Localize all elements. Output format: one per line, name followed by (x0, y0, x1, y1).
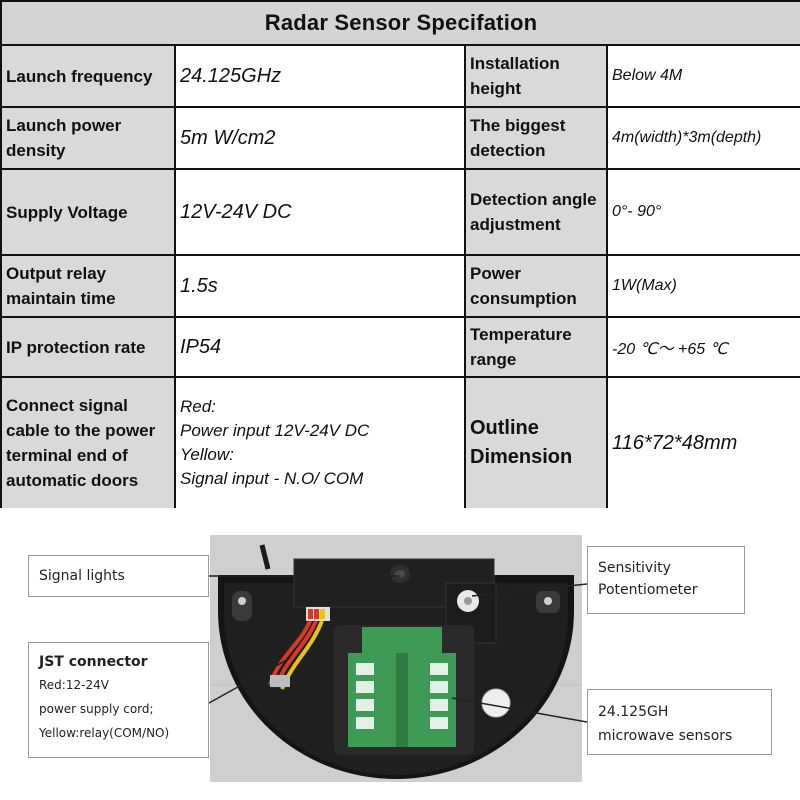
detection-angle-value: 0°- 90° (605, 168, 800, 256)
connect-signal-label: Connect signal cable to the power termin… (0, 376, 176, 510)
spec-table: Radar Sensor Specifation Launch frequenc… (0, 0, 800, 510)
ip-rate-value: IP54 (174, 316, 466, 378)
supply-voltage-value: 12V-24V DC (174, 168, 466, 256)
connect-line-4: Signal input - N.O/ COM (180, 469, 364, 488)
launch-power-density-label: Launch power density (0, 106, 176, 170)
launch-power-density-value: 5m W/cm2 (174, 106, 466, 170)
sensitivity-line-2: Potentiometer (598, 582, 698, 598)
jst-line-2: power supply cord; (39, 702, 154, 716)
jst-head: JST connector (39, 654, 148, 670)
power-consumption-value: 1W(Max) (605, 254, 800, 318)
biggest-detection-value: 4m(width)*3m(depth) (605, 106, 800, 170)
relay-time-label: Output relay maintain time (0, 254, 176, 318)
sensor-photo (210, 535, 582, 782)
microwave-line-2: microwave sensors (598, 728, 733, 744)
connect-signal-value: Red: Power input 12V-24V DC Yellow: Sign… (174, 376, 466, 510)
jst-line-1: Red:12-24V (39, 678, 109, 692)
connect-line-3: Yellow: (180, 445, 234, 464)
temperature-label: Temperature range (464, 316, 608, 378)
detection-angle-label: Detection angle adjustment (464, 168, 608, 256)
signal-lights-callout: Signal lights (28, 555, 209, 597)
outline-dimension-value: 116*72*48mm (605, 376, 800, 510)
connect-line-2: Power input 12V-24V DC (180, 421, 370, 440)
outline-dimension-label: Outline Dimension (464, 376, 608, 510)
jst-connector-callout: JST connector Red:12-24V power supply co… (28, 642, 209, 758)
launch-frequency-value: 24.125GHz (174, 44, 466, 108)
launch-frequency-label: Launch frequency (0, 44, 176, 108)
signal-lights-text: Signal lights (39, 568, 125, 584)
sensitivity-line-1: Sensitivity (598, 560, 671, 576)
sensor-figure: Signal lights Sensitivity Potentiometer … (0, 508, 800, 800)
supply-voltage-label: Supply Voltage (0, 168, 176, 256)
power-consumption-label: Power consumption (464, 254, 608, 318)
biggest-detection-label: The biggest detection (464, 106, 608, 170)
ip-rate-label: IP protection rate (0, 316, 176, 378)
jst-line-3: Yellow:relay(COM/NO) (39, 726, 170, 740)
temperature-value: -20 ℃～ +65 ℃ (605, 316, 800, 378)
sensitivity-callout: Sensitivity Potentiometer (587, 546, 745, 614)
spec-title: Radar Sensor Specifation (0, 0, 800, 46)
microwave-callout: 24.125GH microwave sensors (587, 689, 772, 755)
installation-height-label: Installation height (464, 44, 608, 108)
microwave-line-1: 24.125GH (598, 704, 669, 720)
relay-time-value: 1.5s (174, 254, 466, 318)
installation-height-value: Below 4M (605, 44, 800, 108)
connect-line-1: Red: (180, 397, 216, 416)
